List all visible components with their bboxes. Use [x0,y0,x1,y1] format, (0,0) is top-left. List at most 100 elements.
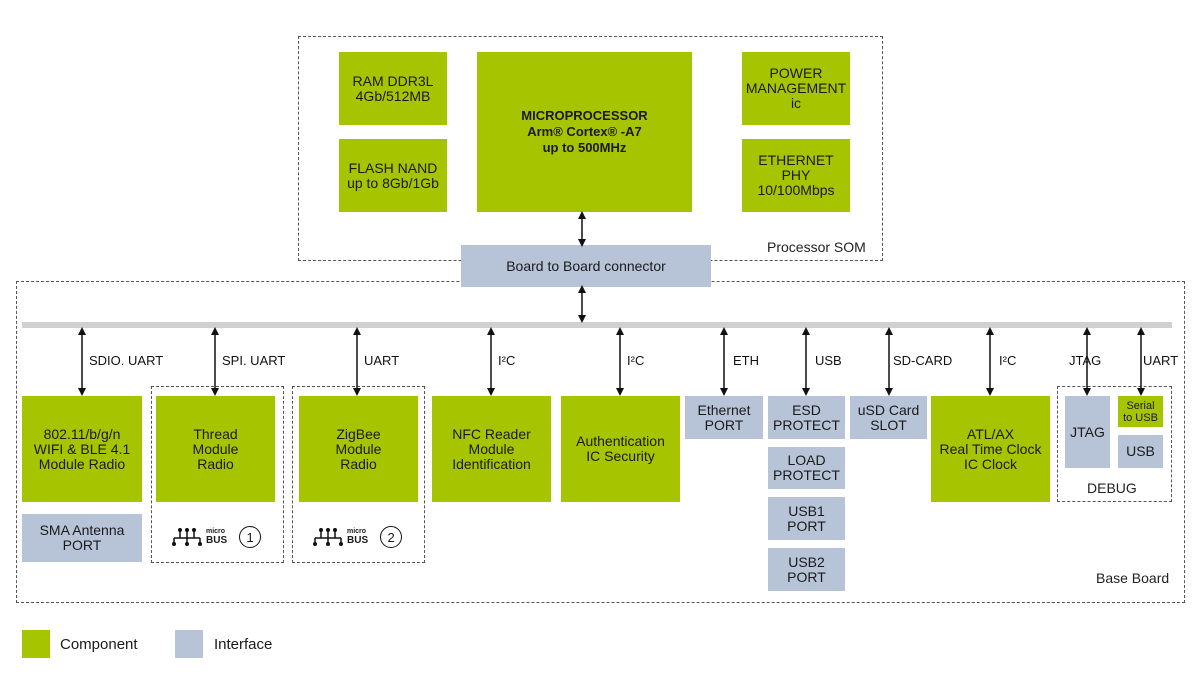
ethphy-line-3: 10/100Mbps [757,182,835,198]
thread-line-3: Radio [197,455,234,472]
mikrobus-1-word-big: BUS [206,535,228,546]
zigbee-line-1: ZigBee [336,425,381,442]
ethport-line-2: PORT [704,416,744,433]
esd-protect-block: ESD PROTECT [768,396,845,439]
sma-antenna-port-block: SMA Antenna PORT [22,514,142,562]
serial-to-usb-block: Serial to USB [1118,396,1163,427]
cpu-line-2: Arm® Cortex® -A7 [527,124,642,139]
board-connector-block: Board to Board connector [461,245,711,287]
wifi-line-2: WIFI & BLE 4.1 [33,440,131,457]
zigbee-module-block: ZigBee Module Radio [299,396,418,502]
power-line-3: ic [790,95,802,111]
main-bus-bar [22,322,1172,328]
bus-label-sd: SD-CARD [893,353,953,368]
cpu-line-3: up to 500MHz [542,140,627,155]
debug-label: DEBUG [1087,480,1137,496]
mikrobus-1-icon [172,528,202,546]
auth-line-1: Authentication [576,433,665,449]
bus-label-rtc: I²C [999,353,1017,368]
mikrobus-1-word-small: micro [206,528,226,535]
jtag-block: JTAG [1065,396,1110,468]
ethphy-line-2: PHY [781,167,811,183]
bus-label-usb: USB [815,353,842,368]
bus-label-thread: SPI. UART [222,353,286,368]
ram-line-1: RAM DDR3L [352,72,434,89]
bus-label-eth: ETH [733,353,759,368]
auth-line-2: IC Security [586,448,655,464]
esd-line-1: ESD [792,401,821,418]
processor-som-label: Processor SOM [767,239,866,255]
rtc-line-3: IC Clock [964,455,1017,472]
bus-label-nfc: I²C [498,353,516,368]
legend-interface-label: Interface [214,636,273,653]
flash-line-2: up to 8Gb/1Gb [347,174,439,191]
nfc-line-1: NFC Reader [452,425,531,442]
usb1-line-2: PORT [787,517,826,534]
microprocessor-block: MICROPROCESSOR Arm® Cortex® -A7 up to 50… [477,52,692,212]
power-management-block: POWER MANAGEMENT ic [742,52,850,125]
nfc-line-2: Module [468,440,515,457]
usb1-port-block: USB1 PORT [768,497,845,540]
debug-usb-label: USB [1126,443,1155,459]
ethernet-port-block: Ethernet PORT [685,396,763,439]
debug-usb-block: USB [1118,435,1163,468]
real-time-clock-block: ATL/AX Real Time Clock IC Clock [931,396,1050,502]
serial-line-1: Serial [1126,399,1155,412]
load-protect-block: LOAD PROTECT [768,447,845,489]
legend-component-swatch [22,630,50,658]
serial-line-2: to USB [1123,411,1158,424]
mikrobus-2-icon [313,528,343,546]
usb2-line-1: USB2 [788,553,825,570]
nfc-reader-block: NFC Reader Module Identification [432,396,551,502]
zigbee-line-2: Module [335,440,382,457]
load-line-1: LOAD [787,452,826,468]
thread-line-2: Module [192,440,239,457]
esd-line-2: PROTECT [773,416,840,433]
flash-line-1: FLASH NAND [348,159,438,176]
sd-line-1: uSD Card [857,401,920,418]
ethport-line-1: Ethernet [697,401,751,418]
zigbee-line-3: Radio [340,455,377,472]
mikrobus-2-word-big: BUS [347,535,369,546]
ram-block: RAM DDR3L 4Gb/512MB [339,52,447,125]
mikrobus-1-number: 1 [239,526,262,548]
legend-component-label: Component [60,636,138,653]
wifi-line-3: Module Radio [38,455,126,472]
nfc-line-3: Identification [452,455,531,472]
usb2-line-2: PORT [787,568,826,585]
rtc-line-2: Real Time Clock [939,440,1042,457]
flash-block: FLASH NAND up to 8Gb/1Gb [339,139,447,212]
sma-line-1: SMA Antenna [39,522,125,538]
bus-label-zigbee: UART [364,353,400,368]
wifi-line-1: 802.11/b/g/n [43,425,121,442]
power-line-2: MANAGEMENT [745,80,847,96]
mikrobus-2-word-small: micro [347,528,367,535]
connector-label: Board to Board connector [506,257,666,274]
usd-card-slot-block: uSD Card SLOT [850,396,927,439]
thread-module-block: Thread Module Radio [156,396,275,502]
bus-label-auth: I²C [627,353,645,368]
wifi-ble-module-block: 802.11/b/g/n WIFI & BLE 4.1 Module Radio [22,396,142,502]
mikrobus-2-badge: micro BUS 2 [313,526,403,548]
authentication-ic-block: Authentication IC Security [561,396,680,502]
bus-label-wifi: SDIO. UART [89,353,164,368]
base-board-label: Base Board [1096,570,1170,586]
rtc-line-1: ATL/AX [966,425,1015,442]
load-line-2: PROTECT [773,467,840,483]
mikrobus-1-wordmark: micro BUS [206,528,227,546]
legend-interface-swatch [175,630,203,658]
mikrobus-2-number: 2 [380,526,403,548]
usb1-line-1: USB1 [788,502,825,519]
ram-line-2: 4Gb/512MB [355,87,431,104]
ethphy-line-1: ETHERNET [758,152,834,168]
sd-line-2: SLOT [870,416,907,433]
debug-frame [1057,386,1172,502]
thread-line-1: Thread [193,425,238,442]
jtag-label: JTAG [1070,423,1105,440]
cpu-line-1: MICROPROCESSOR [521,108,648,123]
bus-label-debug-uart: UART [1143,353,1179,368]
mikrobus-1-badge: micro BUS 1 [172,526,262,548]
power-line-1: POWER [769,65,823,81]
bus-label-jtag: JTAG [1069,353,1102,368]
